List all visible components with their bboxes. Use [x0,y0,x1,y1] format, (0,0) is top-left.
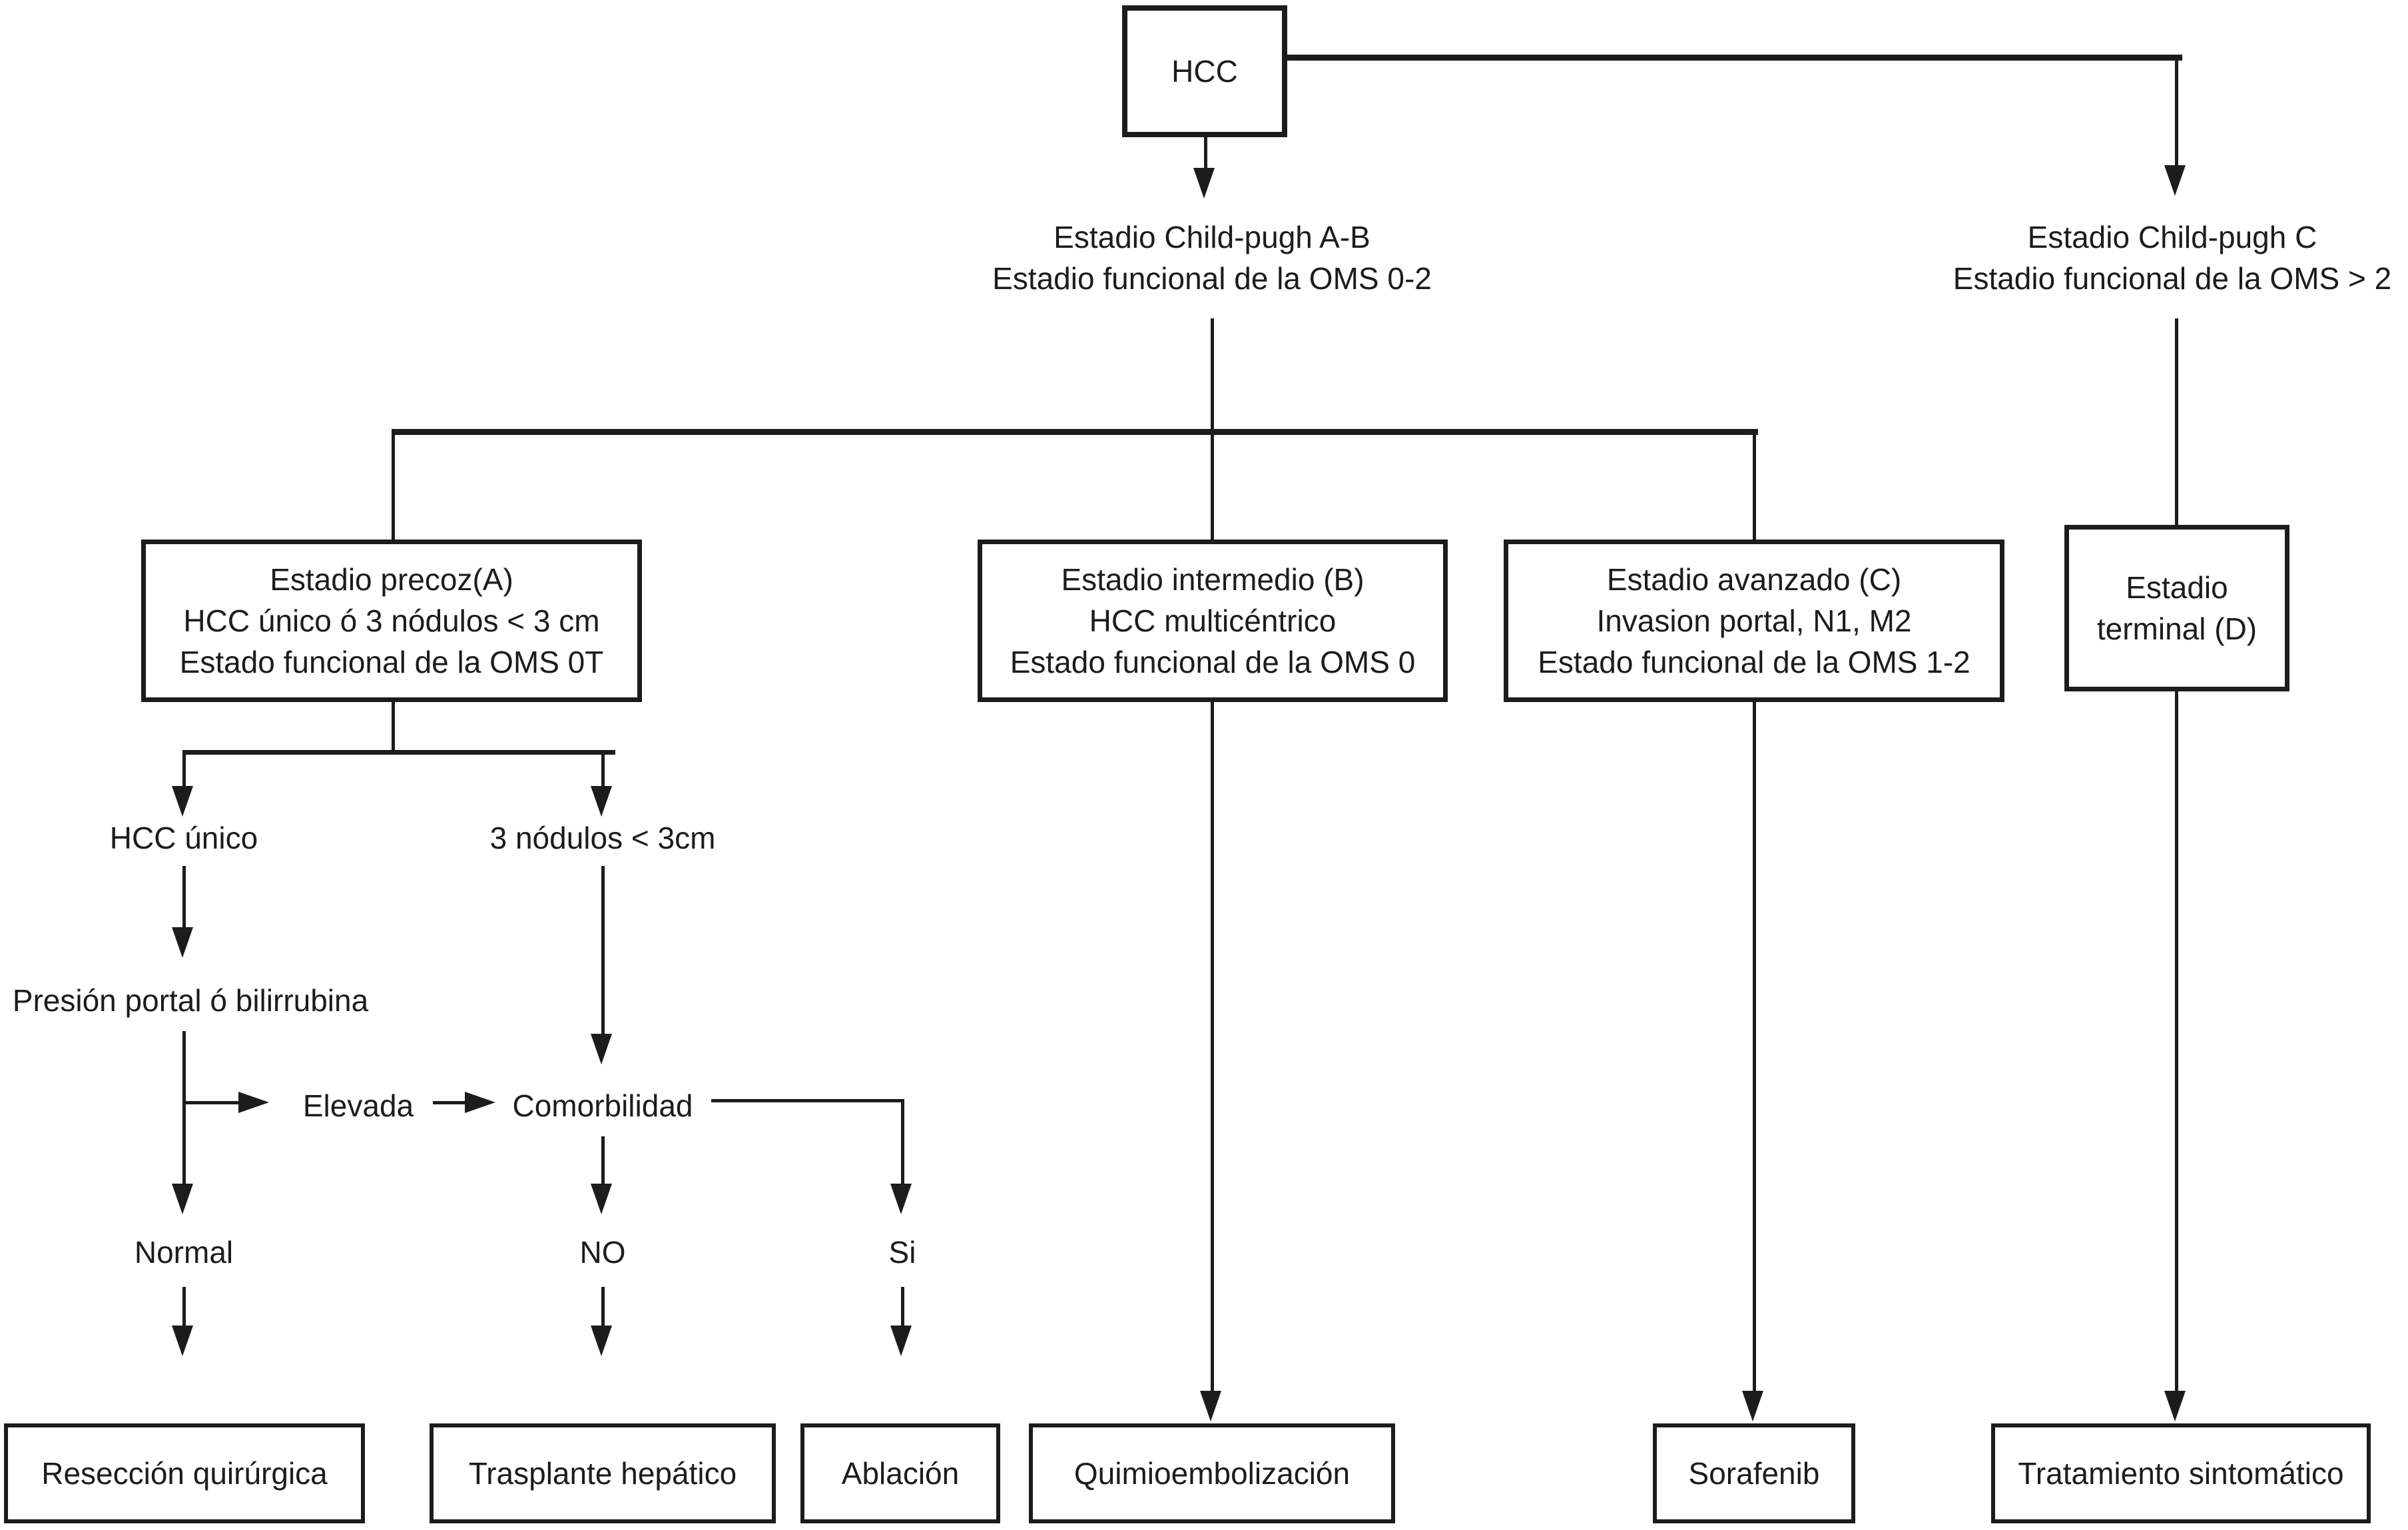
node-hcc-root: HCC [1122,5,1287,137]
connector-branch-horizontal [392,429,1758,435]
label-childpugh-c: Estadio Child-pugh C Estadio funcional d… [1953,220,2392,296]
node-quimioembolizacion: Quimioembolización [1029,1423,1395,1523]
label-childpugh-ab: Estadio Child-pugh A-B Estadio funcional… [992,220,1432,296]
arrowhead-down-childpugh-ab [1193,168,1215,198]
node-estadio-intermedio: Estadio intermedio (B) HCC multicéntrico… [978,540,1448,702]
label-no: NO [579,1235,626,1270]
connector-down-childpugh-c [2175,60,2178,167]
connector-comorbilidad-right [711,1099,904,1102]
arrowhead-down-sorafenib [1742,1391,1763,1421]
connector-c-to-terminal [2175,318,2178,525]
node-tratamiento-sintomatico: Tratamiento sintomático [1991,1423,2371,1523]
arrowhead-right-comorbilidad [465,1092,495,1113]
connector-right-to-si [901,1099,904,1186]
connector-split-to-unico [182,755,186,788]
connector-branch-to-avanzado [1753,435,1756,540]
arrowhead-right-elevada [238,1092,269,1113]
connector-branch-to-precoz [392,435,395,540]
label-presion-portal: Presión portal ó bilirrubina [12,983,369,1018]
connector-terminal-to-sintomatico [2175,691,2178,1392]
label-si: Si [888,1235,916,1270]
arrowhead-down-comorbilidad [591,1034,612,1064]
connector-precoz-split [182,750,615,755]
arrowhead-down-ablacion [890,1326,912,1356]
node-estadio-precoz: Estadio precoz(A) HCC único ó 3 nódulos … [141,540,642,702]
label-hcc-unico: HCC único [109,821,258,855]
arrowhead-down-nodulos [591,786,612,817]
connector-normal-to-reseccion [182,1287,186,1327]
connector-presion-down [182,1031,186,1186]
label-normal: Normal [134,1235,234,1270]
arrowhead-down-childpugh-c [2164,165,2186,196]
arrowhead-down-quimio [1200,1391,1221,1421]
connector-si-to-ablacion [901,1287,904,1327]
arrowhead-down-si [890,1184,912,1214]
node-sorafenib: Sorafenib [1653,1423,1855,1523]
connector-ab-to-branch [1211,318,1214,432]
connector-presion-to-elevada [184,1101,238,1104]
connector-hcc-to-childpugh-c [1287,55,2182,61]
connector-split-to-nodulos [601,755,605,788]
arrowhead-down-trasplante [591,1326,612,1356]
arrowhead-down-no [591,1184,612,1214]
arrowhead-down-hcc-unico [172,786,193,817]
label-elevada: Elevada [302,1088,414,1123]
connector-nodulos-to-comorbilidad [601,866,605,1036]
arrowhead-down-reseccion [172,1326,193,1356]
node-ablacion: Ablación [800,1423,1000,1523]
connector-unico-to-presion [182,866,186,929]
connector-branch-to-intermedio [1211,435,1214,540]
node-estadio-terminal: Estadio terminal (D) [2064,525,2289,691]
label-tres-nodulos: 3 nódulos < 3cm [489,821,716,855]
connector-comorbilidad-to-no [601,1136,605,1186]
node-estadio-avanzado: Estadio avanzado (C) Invasion portal, N1… [1504,540,2004,702]
connector-no-to-trasplante [601,1287,605,1327]
connector-intermedio-to-quimio [1211,702,1214,1392]
arrowhead-down-normal [172,1184,193,1214]
label-comorbilidad: Comorbilidad [512,1088,693,1123]
connector-hcc-to-childpugh-ab [1204,137,1207,171]
connector-avanzado-to-sorafenib [1753,702,1756,1392]
connector-elevada-to-comorbilidad [433,1101,465,1104]
arrowhead-down-sintomatico [2164,1391,2186,1421]
connector-precoz-down [392,702,395,753]
arrowhead-down-presion [172,927,193,958]
node-trasplante-hepatico: Trasplante hepático [430,1423,776,1523]
node-reseccion-quirurgica: Resección quirúrgica [4,1423,365,1523]
